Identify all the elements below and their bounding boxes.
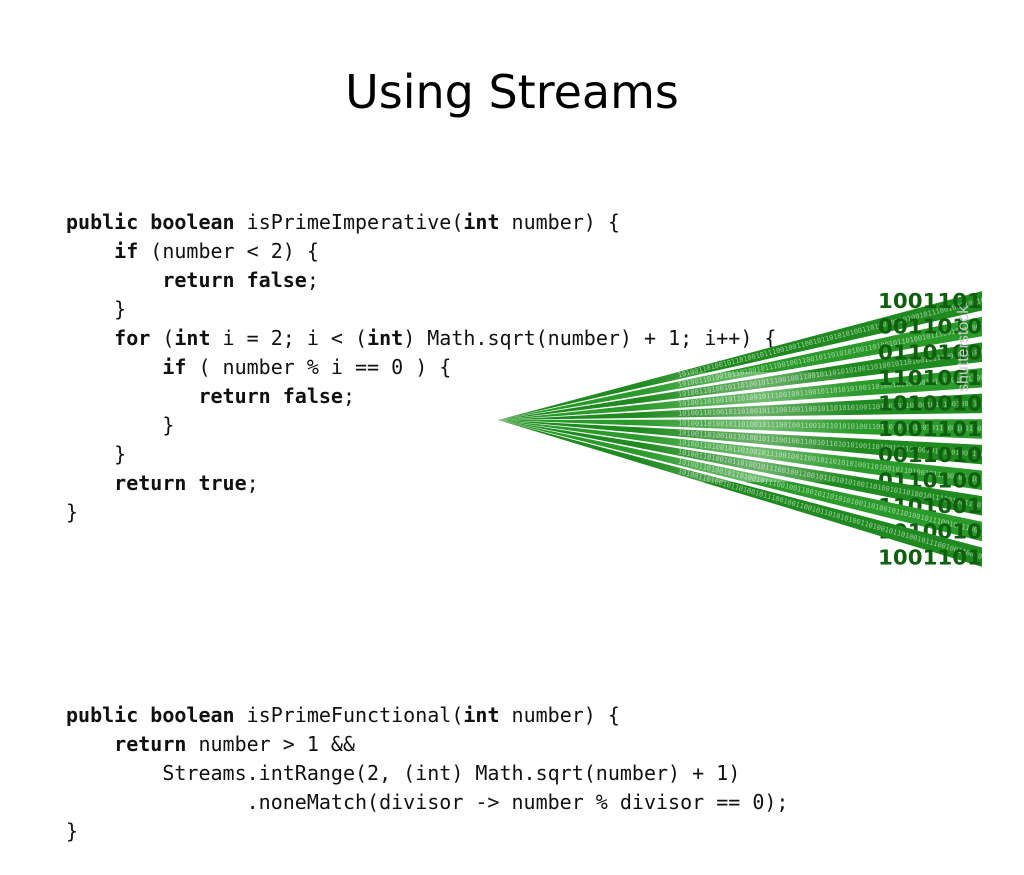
code-text: number) { (499, 210, 620, 234)
binary-digits-bold: 1010010 (878, 392, 982, 416)
light-overlay (638, 372, 858, 482)
code-text: } (66, 442, 127, 466)
code-text: i = 2; i < ( (210, 326, 368, 350)
binary-digits-bold: 1001101 (878, 417, 982, 441)
code-text: ; (246, 471, 259, 495)
code-line: } (66, 498, 966, 527)
code-line: public boolean isPrimeImperative(int num… (66, 208, 966, 237)
code-keyword: int (174, 326, 211, 350)
code-text: .noneMatch(divisor -> number % divisor =… (66, 790, 789, 814)
code-keyword: if (114, 239, 139, 263)
code-text: isPrimeFunctional( (234, 703, 464, 727)
code-text: Streams.intRange(2, (int) Math.sqrt(numb… (66, 761, 741, 785)
code-keyword: int (463, 703, 500, 727)
code-line: return true; (66, 469, 966, 498)
code-keyword: return (114, 732, 187, 756)
code-line: return false; (66, 266, 966, 295)
code-line: if (number < 2) { (66, 237, 966, 266)
code-line: Streams.intRange(2, (int) Math.sqrt(numb… (66, 759, 966, 788)
binary-digits-bold: 1101001 (878, 366, 982, 390)
code-block-imperative: public boolean isPrimeImperative(int num… (66, 208, 966, 527)
binary-digits-bold: 1001101 (878, 289, 982, 313)
binary-stream-image: 1010011010010110100101110010011001011010… (498, 289, 984, 569)
code-spacer (66, 585, 966, 643)
code-keyword: int (367, 326, 404, 350)
code-line: public boolean isPrimeFunctional(int num… (66, 701, 966, 730)
code-text: } (66, 413, 175, 437)
code-line: } (66, 817, 966, 846)
code-line: return false; (66, 382, 966, 411)
binary-digits-bold: 0110100 (878, 340, 982, 364)
code-keyword: public boolean (66, 703, 235, 727)
code-text: } (66, 297, 127, 321)
code-line: return number > 1 && (66, 730, 966, 759)
code-keyword: return true (114, 471, 247, 495)
code-keyword: return false (162, 268, 307, 292)
code-text (66, 326, 114, 350)
code-text: ( number % i == 0 ) { (186, 355, 452, 379)
code-line: } (66, 411, 966, 440)
code-keyword: public boolean (66, 210, 235, 234)
code-line: } (66, 295, 966, 324)
code-line: if ( number % i == 0 ) { (66, 353, 966, 382)
binary-stream-row (498, 316, 982, 420)
code-text (66, 384, 198, 408)
code-keyword: int (463, 210, 500, 234)
code-line: .noneMatch(divisor -> number % divisor =… (66, 788, 966, 817)
code-text (66, 732, 114, 756)
code-text: ; (306, 268, 319, 292)
code-text: isPrimeImperative( (234, 210, 464, 234)
code-block-functional: public boolean isPrimeFunctional(int num… (66, 701, 966, 846)
code-text (66, 239, 114, 263)
code-keyword: if (162, 355, 187, 379)
slide-title: Using Streams (345, 65, 679, 119)
binary-digits-bold: 0011010 (878, 315, 982, 339)
code-line: } (66, 440, 966, 469)
code-keyword: return false (198, 384, 343, 408)
binary-stream-rows: 1010011010010110100101110010011001011010… (498, 289, 984, 569)
code-text: (number < 2) { (138, 239, 319, 263)
binary-digits-bold: 1001101 (878, 545, 982, 569)
code-text (66, 471, 114, 495)
code-text: number) { (499, 703, 620, 727)
code-text (66, 268, 162, 292)
code-keyword: for (114, 326, 151, 350)
watermark-text: shutterstock (955, 305, 972, 392)
code-text (66, 355, 162, 379)
code-line: for (int i = 2; i < (int) Math.sqrt(numb… (66, 324, 966, 353)
code-text: ( (150, 326, 175, 350)
code-text: } (66, 819, 79, 843)
code-text: number > 1 && (186, 732, 355, 756)
code-text: ) Math.sqrt(number) + 1; i++) { (403, 326, 777, 350)
code-text: } (66, 500, 79, 524)
code-text: ; (342, 384, 355, 408)
